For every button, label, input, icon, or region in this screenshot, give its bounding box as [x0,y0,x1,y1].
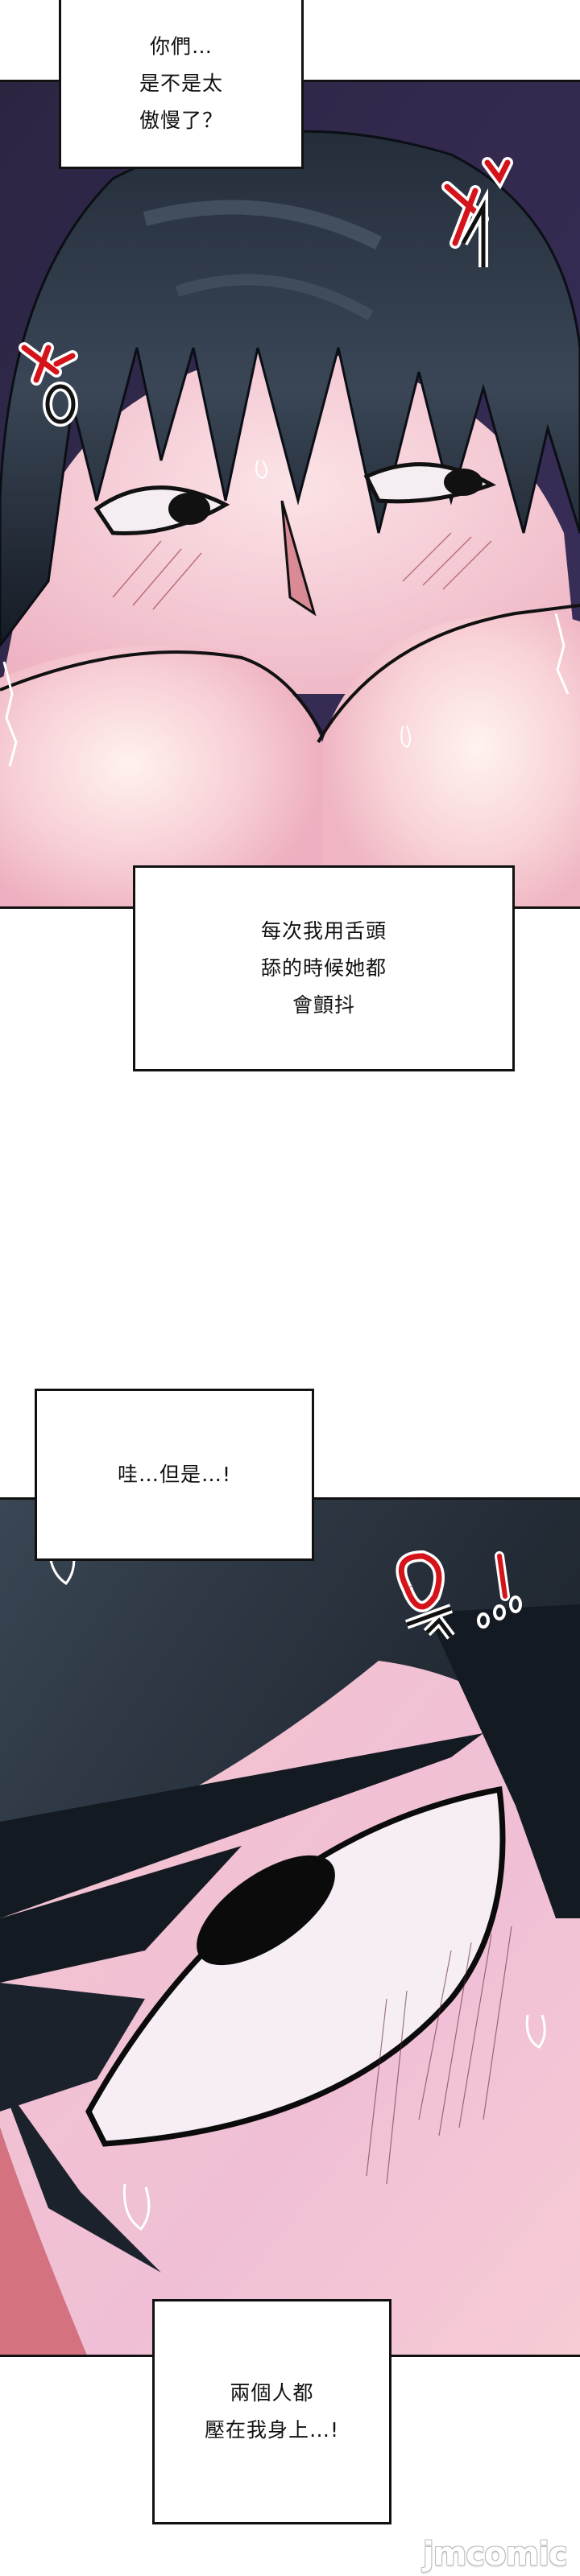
caption-box-2: 每次我用舌頭 舔的時候她都 會顫抖 [133,865,515,1071]
caption-2-line-2: 舔的時候她都 [260,956,387,980]
caption-box-4: 兩個人都 壓在我身上…! [152,2299,392,2524]
sfx-left-icon [19,342,78,427]
panel-1-art [0,82,580,906]
caption-3-line-1: 哇…但是…! [117,1463,232,1486]
caption-2-line-1: 每次我用舌頭 [260,919,387,943]
panel-2-art [0,1500,580,2355]
caption-4-line-1: 兩個人都 [230,2381,314,2405]
panel-2-illustration [0,1497,580,2357]
caption-2-line-3: 會顫抖 [292,993,355,1017]
sfx-shock-icon [396,1550,522,1640]
caption-box-3: 哇…但是…! [35,1389,314,1561]
caption-box-1: 你們… 是不是太 傲慢了？ [59,0,304,169]
caption-1-line-1: 你們… [149,34,213,58]
caption-1-line-2: 是不是太 [139,71,223,95]
watermark-logo: jmcomic [423,2536,568,2573]
sfx-right-icon [441,157,513,267]
panel-1-illustration [0,80,580,909]
caption-1-line-3: 傲慢了？ [139,108,223,132]
caption-4-line-2: 壓在我身上…! [204,2418,340,2442]
